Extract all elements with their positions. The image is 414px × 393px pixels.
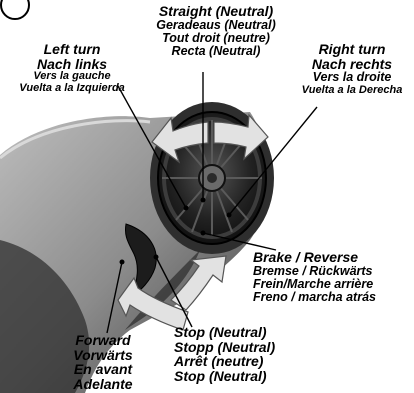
brake-reverse-fr: Frein/Marche arrière — [253, 278, 376, 291]
forward-de: Vorwärts — [73, 348, 132, 363]
stop-label: Stop (Neutral) Stopp (Neutral) Arrêt (ne… — [174, 325, 275, 384]
straight-label: Straight (Neutral) Geradeaus (Neutral) T… — [156, 4, 275, 58]
stop-fr: Arrêt (neutre) — [174, 354, 275, 369]
right-turn-label: Right turn Nach rechts Vers la droite Vu… — [302, 42, 403, 96]
stop-es: Stop (Neutral) — [174, 369, 275, 384]
forward-label: Forward Vorwärts En avant Adelante — [73, 333, 132, 392]
brake-reverse-en: Brake / Reverse — [253, 250, 376, 265]
forward-en: Forward — [73, 333, 132, 348]
brake-reverse-de: Bremse / Rückwärts — [253, 265, 376, 278]
wheel-hub-center — [207, 173, 217, 183]
stop-de: Stopp (Neutral) — [174, 340, 275, 355]
right-turn-de: Nach rechts — [302, 57, 403, 72]
brake-reverse-label: Brake / Reverse Bremse / Rückwärts Frein… — [253, 250, 376, 304]
straight-en: Straight (Neutral) — [156, 4, 275, 19]
stop-en: Stop (Neutral) — [174, 325, 275, 340]
straight-de: Geradeaus (Neutral) — [156, 19, 275, 32]
right-turn-en: Right turn — [302, 42, 403, 57]
forward-es: Adelante — [73, 377, 132, 392]
straight-es: Recta (Neutral) — [156, 45, 275, 58]
left-turn-de: Nach links — [19, 57, 125, 72]
straight-fr: Tout droit (neutre) — [156, 32, 275, 45]
left-turn-label: Left turn Nach links Vers la gauche Vuel… — [19, 42, 125, 94]
brake-reverse-es: Freno / marcha atrás — [253, 291, 376, 304]
forward-fr: En avant — [73, 362, 132, 377]
left-turn-en: Left turn — [19, 42, 125, 57]
left-turn-es: Vuelta a la Izquierda — [19, 83, 125, 95]
right-turn-es: Vuelta a la Derecha — [302, 85, 403, 97]
right-turn-fr: Vers la droite — [302, 71, 403, 84]
